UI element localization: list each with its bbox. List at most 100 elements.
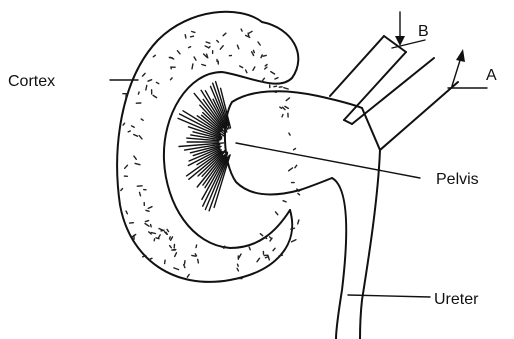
cortex-speckle xyxy=(170,57,174,59)
cortex-speckle xyxy=(189,47,191,48)
medulla-ray xyxy=(209,156,229,211)
cortex-speckle xyxy=(175,253,177,257)
ureter-left-wall xyxy=(332,178,346,339)
cortex-speckle xyxy=(194,57,196,60)
cortex-speckle xyxy=(125,165,128,168)
cortex-speckle xyxy=(253,67,255,70)
cortex-speckle xyxy=(159,235,161,238)
ureter-tube xyxy=(332,150,380,339)
cortex-speckle xyxy=(265,65,267,66)
pelvis-outline xyxy=(225,91,362,194)
cortex-speckle xyxy=(257,258,260,262)
arrow-b-downward-icon xyxy=(395,12,405,46)
cortex-speckle xyxy=(273,248,275,250)
cortex-speckle xyxy=(171,237,173,240)
cortex-speckle xyxy=(196,245,197,248)
cortex-speckle xyxy=(170,237,171,239)
vessel-b-label: B xyxy=(418,23,429,40)
cortex-speckle xyxy=(246,70,247,73)
cortex-speckle xyxy=(237,45,238,49)
cortex-speckle xyxy=(126,211,127,214)
cortex-speckle xyxy=(237,268,238,271)
cortex-speckle xyxy=(298,193,300,194)
pelvis-region xyxy=(225,91,362,194)
vessel-b-upper-wall xyxy=(330,36,384,96)
cortex-speckle xyxy=(217,41,219,43)
cortex-speckle xyxy=(141,119,143,120)
cortex-speckle xyxy=(140,192,141,195)
pelvis-leader-line xyxy=(236,143,420,178)
cortex-speckle xyxy=(282,115,283,117)
cortex-speckle xyxy=(138,92,139,94)
medulla-pyramids xyxy=(178,82,230,211)
cortex-speckle xyxy=(220,46,223,50)
cortex-speckle xyxy=(252,52,254,56)
cortex-speckle xyxy=(271,72,275,74)
vessel-a-label: A xyxy=(486,67,497,84)
cortex-speckle xyxy=(291,228,295,229)
cortex-speckle xyxy=(184,265,185,268)
cortex-speckle xyxy=(198,259,199,263)
cortex-speckle xyxy=(279,255,282,256)
cortex-speckle xyxy=(153,55,155,57)
cortex-speckle xyxy=(134,135,138,137)
cortex-speckle xyxy=(132,126,135,127)
renal-vessels xyxy=(330,36,458,150)
ureter-leader-line xyxy=(348,295,430,297)
cortex-speckle xyxy=(121,189,123,191)
cortex-speckle xyxy=(249,31,252,33)
cortex-speckle xyxy=(280,107,282,108)
cortex-speckle xyxy=(286,98,289,101)
cortex-speckle xyxy=(145,221,148,222)
cortex-speckle xyxy=(239,254,241,258)
cortex-speckle xyxy=(285,106,288,108)
cortex-speckle xyxy=(143,73,146,76)
cortex-speckle xyxy=(167,229,169,231)
cortex-speckle xyxy=(274,86,277,87)
cortex-speckle xyxy=(298,220,299,224)
cortex-speckle xyxy=(171,78,173,80)
cortex-speckle xyxy=(261,55,262,58)
cortex-speckle xyxy=(123,123,125,125)
cortex-speckle xyxy=(295,165,297,167)
cortex-speckle xyxy=(192,32,195,33)
cortex-speckle xyxy=(159,229,163,231)
cortex-speckle xyxy=(146,85,147,90)
cortex-speckle xyxy=(224,246,225,248)
cortex-speckle xyxy=(156,82,158,83)
cortex-speckle xyxy=(192,255,196,256)
cortex-speckle xyxy=(139,136,142,139)
cortex-speckle xyxy=(258,42,260,45)
cortex-speckle xyxy=(260,234,262,236)
cortex-speckle xyxy=(283,201,286,202)
cortex-speckle xyxy=(187,275,189,278)
cortex-speckle xyxy=(289,168,293,171)
cortex-speckle xyxy=(165,260,166,263)
vessel-b-lower-wall xyxy=(344,52,406,120)
cortex-speckle xyxy=(282,107,285,109)
cortex-speckle xyxy=(263,55,266,56)
cortex-speckle xyxy=(284,88,288,89)
cortex-speckle xyxy=(249,247,250,250)
cortex-speckle xyxy=(254,50,255,52)
cortex-speckle xyxy=(223,33,226,36)
cortex-speckle xyxy=(145,224,149,227)
cortex-speckle xyxy=(185,261,186,264)
cortex-speckle xyxy=(153,95,157,97)
cortex-speckle xyxy=(294,149,296,150)
cortex-speckle xyxy=(170,246,172,248)
arrow-a-upward-icon xyxy=(452,49,465,86)
cortex-speckle xyxy=(192,64,193,69)
cortex-speckle xyxy=(209,47,210,48)
cortex-speckle xyxy=(241,29,242,31)
vessel-b-leader-line xyxy=(392,40,425,48)
cortex-speckle xyxy=(262,78,265,81)
cortex-speckle xyxy=(289,133,290,135)
cortex-speckle xyxy=(265,67,267,69)
cortex-speckle xyxy=(191,36,194,37)
pelvis-label: Pelvis xyxy=(436,171,479,188)
cortex-speckle xyxy=(206,42,210,43)
cortex-speckle xyxy=(205,46,208,47)
cortex-speckle xyxy=(148,207,152,209)
cortex-speckle xyxy=(177,51,180,54)
